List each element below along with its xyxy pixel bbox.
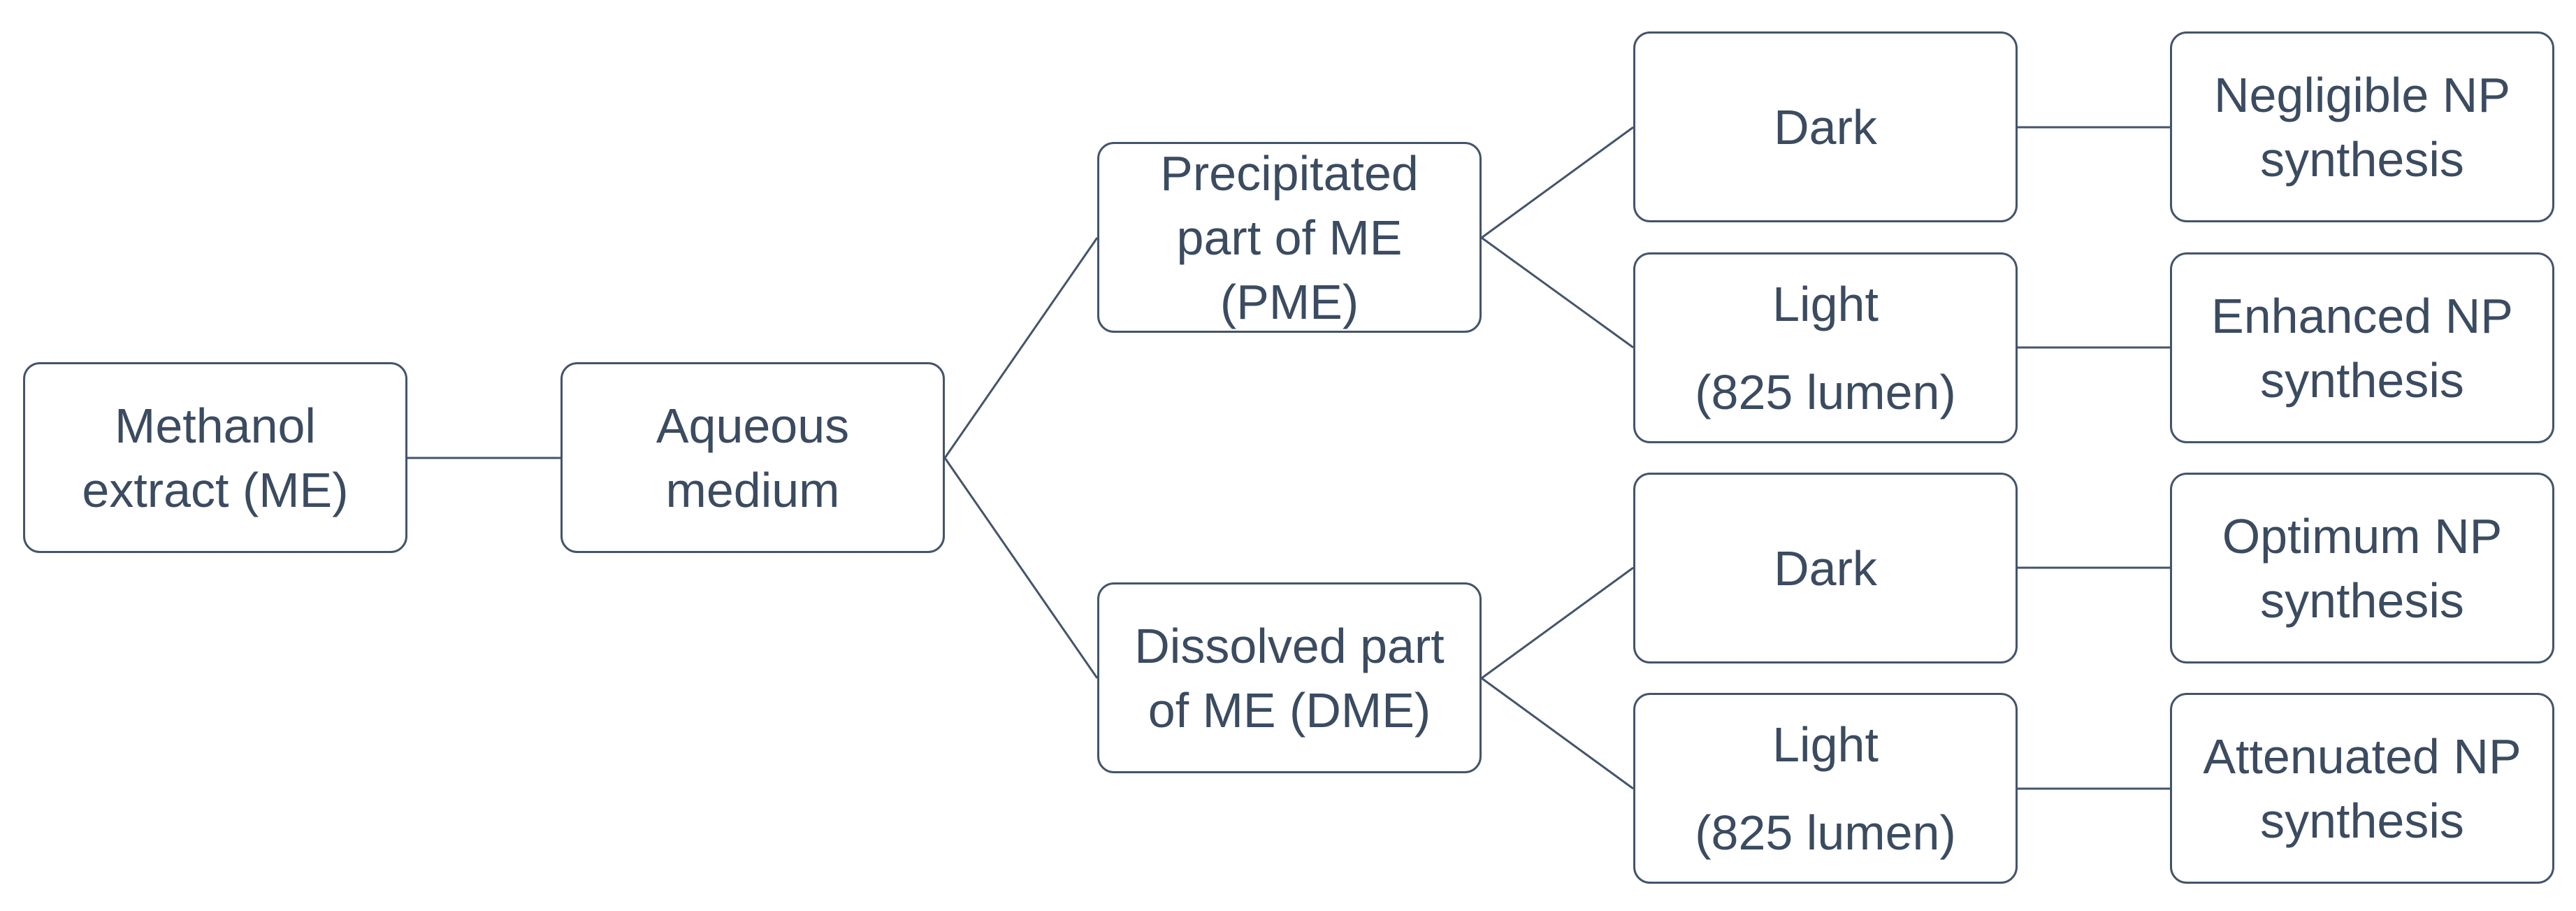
node-label-line: synthesis bbox=[2260, 352, 2464, 408]
connector-medium-to-pme bbox=[943, 237, 1099, 459]
node-label-line: Light bbox=[1772, 276, 1879, 331]
node-condition-dark-pme: Dark bbox=[1633, 31, 2018, 222]
node-label-line: synthesis bbox=[2260, 131, 2464, 187]
node-precipitated-part: Precipitated part of ME (PME) bbox=[1097, 142, 1482, 333]
node-methanol-extract: Methanol extract (ME) bbox=[23, 362, 407, 553]
node-condition-light-pme: Light (825 lumen) bbox=[1633, 252, 2018, 443]
node-label-line: Negligible NP bbox=[2213, 67, 2511, 122]
node-label-line: Aqueous bbox=[656, 398, 850, 453]
node-label-line: extract (ME) bbox=[82, 462, 349, 517]
connector-pme-to-light bbox=[1481, 236, 1634, 349]
connector-medium-to-dme bbox=[943, 457, 1099, 679]
node-label-line: medium bbox=[665, 462, 840, 517]
node-label-line: (825 lumen) bbox=[1695, 805, 1956, 860]
node-dissolved-part: Dissolved part of ME (DME) bbox=[1097, 582, 1482, 773]
connector-pme-to-dark bbox=[1481, 126, 1634, 239]
node-outcome-attenuated: Attenuated NP synthesis bbox=[2170, 693, 2554, 884]
node-label-line: Dark bbox=[1774, 99, 1877, 155]
connector-dme-to-dark bbox=[1481, 566, 1634, 680]
node-label-line: synthesis bbox=[2260, 793, 2464, 848]
node-aqueous-medium: Aqueous medium bbox=[560, 362, 945, 553]
node-label-line: (825 lumen) bbox=[1695, 364, 1956, 419]
node-label-line: Enhanced NP bbox=[2211, 288, 2513, 343]
node-label-line: Precipitated bbox=[1160, 145, 1419, 201]
node-label-line: (PME) bbox=[1220, 274, 1359, 329]
node-label-line: Light bbox=[1772, 717, 1879, 772]
node-condition-light-dme: Light (825 lumen) bbox=[1633, 693, 2018, 884]
node-label-line: Optimum NP bbox=[2222, 508, 2503, 564]
node-label-line: Attenuated NP bbox=[2203, 729, 2521, 784]
node-condition-dark-dme: Dark bbox=[1633, 473, 2018, 663]
node-label-line: Dissolved part bbox=[1134, 618, 1445, 673]
node-outcome-optimum: Optimum NP synthesis bbox=[2170, 473, 2554, 663]
node-outcome-negligible: Negligible NP synthesis bbox=[2170, 31, 2554, 222]
node-label-line: Methanol bbox=[115, 398, 316, 453]
node-label-line: of ME (DME) bbox=[1148, 682, 1431, 738]
node-label-line: synthesis bbox=[2260, 573, 2464, 628]
node-outcome-enhanced: Enhanced NP synthesis bbox=[2170, 252, 2554, 443]
node-label-line: Dark bbox=[1774, 540, 1877, 596]
connector-dme-to-light bbox=[1481, 677, 1634, 790]
node-label-line: part of ME bbox=[1176, 210, 1403, 265]
